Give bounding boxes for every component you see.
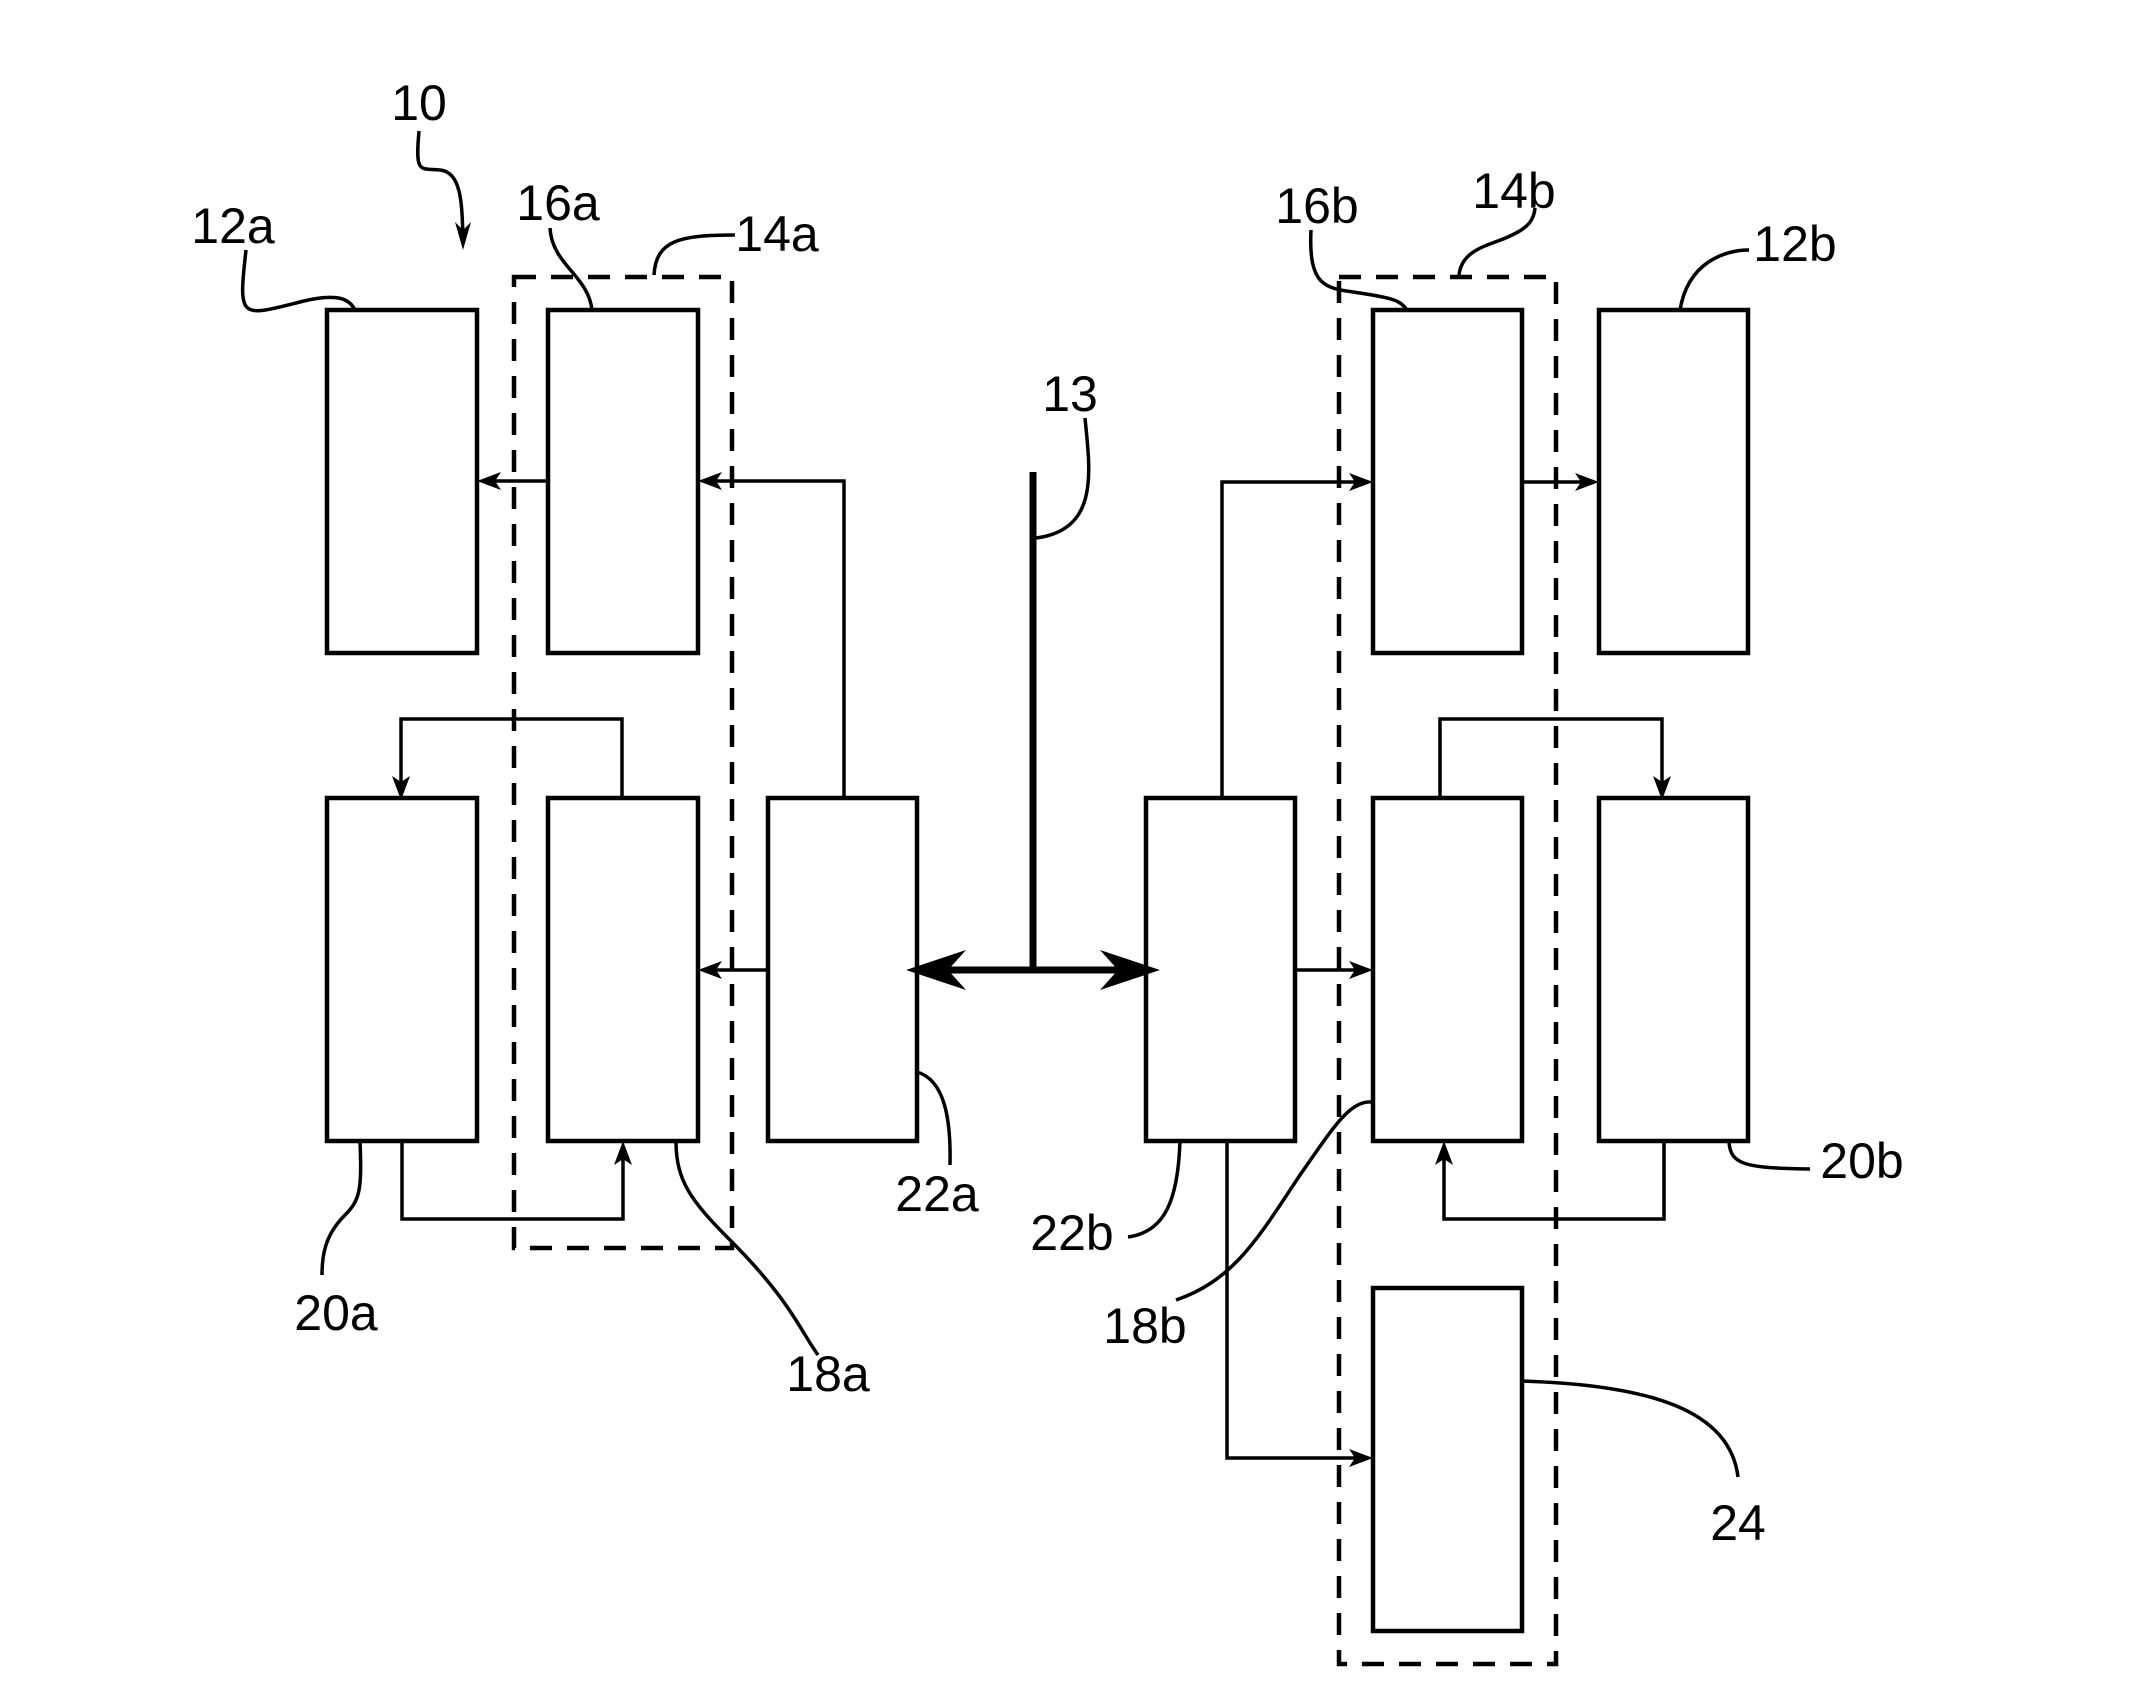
- leader-20b: [1727, 1140, 1811, 1171]
- connector-16a-to-12a: [477, 472, 548, 490]
- block-22a: [765, 795, 920, 1144]
- connector-22b-to-18b: [1295, 961, 1373, 979]
- leader-18a: [674, 1140, 820, 1357]
- block-12a: [324, 307, 480, 656]
- label-10: 10: [391, 75, 447, 131]
- leader-13: [1035, 417, 1091, 540]
- block-24: [1370, 1285, 1525, 1634]
- block-20a: [324, 795, 480, 1144]
- label-12b: 12b: [1753, 216, 1836, 272]
- label-16a: 16a: [516, 175, 600, 231]
- leader-20a: [320, 1140, 363, 1276]
- connector-20a-to-18a: [400, 1141, 632, 1221]
- label-24: 24: [1710, 1495, 1766, 1551]
- group-14a-outline: [511, 274, 735, 1251]
- connector-22a-to-16a: [698, 472, 846, 798]
- block-22b: [1143, 795, 1298, 1144]
- label-18b: 18b: [1103, 1298, 1186, 1354]
- label-22b: 22b: [1030, 1205, 1113, 1261]
- label-16b: 16b: [1275, 178, 1358, 234]
- connector-20b-to-18b: [1435, 1141, 1666, 1221]
- leader-16a: [548, 227, 594, 311]
- block-18a: [545, 795, 701, 1144]
- label-18a: 18a: [786, 1346, 870, 1402]
- block-16a: [545, 307, 701, 656]
- leader-16b: [1308, 229, 1409, 312]
- leader-22a: [916, 1070, 952, 1166]
- block-16b: [1370, 307, 1525, 656]
- connector-22a-to-18a: [698, 961, 768, 979]
- label-13: 13: [1042, 366, 1098, 422]
- leader-18b: [1175, 1100, 1374, 1302]
- block-20b: [1596, 795, 1751, 1144]
- connector-16b-to-12b: [1522, 473, 1599, 491]
- block-12b: [1596, 307, 1751, 656]
- arrowhead-10: [455, 222, 471, 250]
- bus-13: [906, 472, 1160, 990]
- leader-24: [1521, 1379, 1740, 1478]
- connector-22b-to-16b: [1220, 473, 1373, 798]
- block-18b: [1370, 795, 1525, 1144]
- label-22a: 22a: [895, 1166, 979, 1222]
- label-12a: 12a: [191, 198, 275, 254]
- label-20b: 20b: [1820, 1133, 1903, 1189]
- leader-12b: [1678, 248, 1750, 311]
- connector-18b-to-20b: [1438, 717, 1671, 800]
- bus-arrowhead-right: [1100, 950, 1160, 990]
- label-14b: 14b: [1472, 163, 1555, 219]
- connector-22b-to-24: [1225, 1141, 1373, 1467]
- leader-10: [415, 130, 465, 241]
- label-20a: 20a: [294, 1285, 378, 1341]
- bus-arrowhead-left: [906, 950, 966, 990]
- leader-14b: [1457, 207, 1537, 276]
- leader-22b: [1127, 1140, 1182, 1239]
- group-14b-outline: [1336, 274, 1559, 1667]
- leader-14a: [652, 233, 736, 276]
- leader-12a: [240, 249, 357, 313]
- label-14a: 14a: [735, 206, 819, 262]
- connector-18a-to-20a: [392, 717, 624, 800]
